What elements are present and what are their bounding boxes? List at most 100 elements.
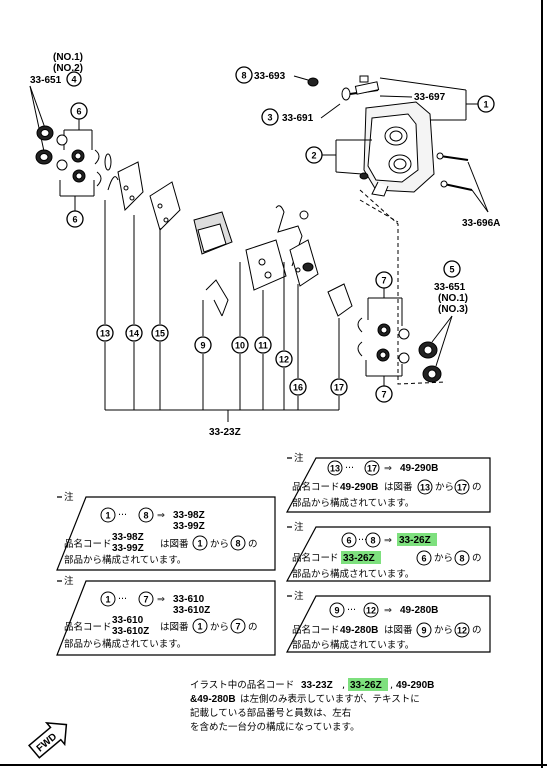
note-4-from: 6 [346, 536, 351, 546]
note-2-arrow: ⇒ [157, 594, 165, 605]
note-3-t3: の [472, 482, 482, 493]
note-3-arrow: ⇒ [384, 463, 392, 474]
footer-line1-b: 33-23Z [301, 680, 333, 691]
note-2-code2: 33-610Z [173, 605, 210, 616]
callout-1-text: 1 [483, 100, 488, 110]
note-3-ref-from: 13 [420, 483, 430, 493]
callout-6-bottom-text: 6 [72, 215, 77, 225]
note-4-t2: から [434, 553, 453, 564]
callout-13 [96, 324, 114, 342]
note-5-t1: は図番 [384, 624, 413, 636]
label-no3-right: (NO.3) [438, 304, 468, 315]
note-1-line2: 部品から構成されています。 [64, 554, 186, 566]
callout-5 [443, 260, 461, 278]
note-1-t2: から [210, 539, 229, 550]
note-1-from: 1 [105, 511, 110, 521]
note-3-code: 49-290B [400, 463, 438, 474]
note-2-code1: 33-610 [173, 594, 205, 605]
label-33-651-right: 33-651 [434, 282, 466, 293]
note-4-prefix2: ド [329, 553, 339, 564]
note-3-prefix: 品名コード [292, 481, 340, 493]
note-1-dots: ··· [118, 510, 127, 521]
label-no1-right: (NO.1) [438, 293, 468, 304]
note-4-arrow: ⇒ [384, 535, 392, 546]
footer-line2-a: &49-280B [190, 694, 236, 705]
column-callouts [104, 200, 340, 422]
callout-8 [235, 66, 253, 84]
note-3-line2: 部品から構成されています。 [292, 497, 414, 509]
note-1-ref-from: 1 [197, 539, 202, 549]
note-5-ref-from: 9 [421, 626, 426, 636]
footer-line4: を含めた一台分の構成になっています。 [190, 721, 360, 733]
note-4-highlight-b [341, 551, 381, 564]
note-2-ref-to: 7 [235, 622, 240, 632]
note-3-t2: から [435, 482, 454, 493]
note-5-t2: から [434, 625, 453, 636]
note-2-dots: ··· [118, 594, 127, 605]
leader-4b [29, 85, 46, 157]
callout-5-text: 5 [449, 265, 454, 275]
footer-line1-a: イラスト中の品名コード [190, 679, 294, 691]
note-1-arrow: ⇒ [157, 510, 165, 521]
guide-pins [436, 152, 473, 191]
note-4-heading: 注 [294, 521, 304, 533]
note-4-line2: 部品から構成されています。 [292, 568, 414, 580]
note-1-to: 8 [143, 511, 148, 521]
note-1-heading: 注 [64, 491, 74, 503]
note-box-1: 注 1 ··· 8 ⇒ 33-98Z 33-99Z 品名コード 33-98Z 3… [56, 491, 276, 571]
note-4-ref-from: 6 [421, 554, 426, 564]
leader-4a [29, 85, 46, 129]
note-2-to: 7 [143, 595, 148, 605]
callout-15 [151, 324, 169, 342]
callout-11-text: 11 [258, 341, 268, 351]
callout-4-text: 4 [71, 75, 76, 85]
note-1-c1: 33-98Z [112, 532, 144, 543]
piston-parts-right [357, 317, 442, 383]
svg-text:,: , [390, 680, 393, 691]
callout-4 [66, 71, 82, 87]
note-5-to: 12 [366, 606, 376, 616]
callout-12 [275, 350, 293, 368]
footer-line3: 記載している部品番号と員数は、左右 [190, 707, 351, 719]
note-2-t1: は図番 [160, 621, 189, 633]
note-box-2: 注 1 ··· 7 ⇒ 33-610 33-610Z 品名コード 33-610 … [56, 575, 276, 656]
callout-10-text: 10 [235, 341, 245, 351]
label-33-23z: 33-23Z [209, 427, 241, 438]
footer-line1-d: 49-290B [396, 680, 434, 691]
callout-13-text: 13 [100, 329, 110, 339]
note-4-c: 33-26Z [343, 553, 375, 564]
note-4-ref-to: 8 [459, 554, 464, 564]
note-5-ref-to: 12 [457, 626, 467, 636]
callout-16 [289, 378, 307, 396]
note-2-ref-from: 1 [197, 622, 202, 632]
note-1-code1: 33-98Z [173, 510, 205, 521]
callout-7-top-text: 7 [381, 276, 386, 286]
svg-text:,: , [342, 680, 345, 691]
callout-17 [330, 378, 348, 396]
label-33-651: 33-651 [30, 75, 62, 86]
note-4-highlight-a [397, 533, 437, 546]
callout-11 [254, 336, 272, 354]
note-3-dots: ··· [345, 463, 354, 474]
footer-line2-b: は左側のみ表示していますが、テキストに [240, 693, 420, 705]
note-4-to: 8 [370, 536, 375, 546]
note-1-prefix: 品名コード [64, 538, 112, 550]
caliper-body [363, 101, 435, 197]
note-2-heading: 注 [64, 575, 74, 587]
note-3-c: 49-290B [340, 482, 378, 493]
note-4-dots: ··· [358, 535, 367, 546]
note-3-from: 13 [330, 464, 340, 474]
note-5-from: 9 [334, 606, 339, 616]
footer-note: イラスト中の品名コード 33-23Z , 33-26Z , 49-290B &4… [190, 678, 434, 733]
label-no2: (NO.2) [53, 63, 83, 74]
note-4-t3: の [472, 553, 482, 564]
note-5-heading: 注 [294, 590, 304, 602]
callout-2-text: 2 [311, 151, 316, 161]
callout-12-text: 12 [279, 355, 289, 365]
callout-14-text: 14 [129, 329, 139, 339]
callout-9 [194, 336, 212, 354]
note-2-line2: 部品から構成されています。 [64, 638, 186, 650]
note-2-t2: から [210, 622, 229, 633]
note-1-c2: 33-99Z [112, 543, 144, 554]
